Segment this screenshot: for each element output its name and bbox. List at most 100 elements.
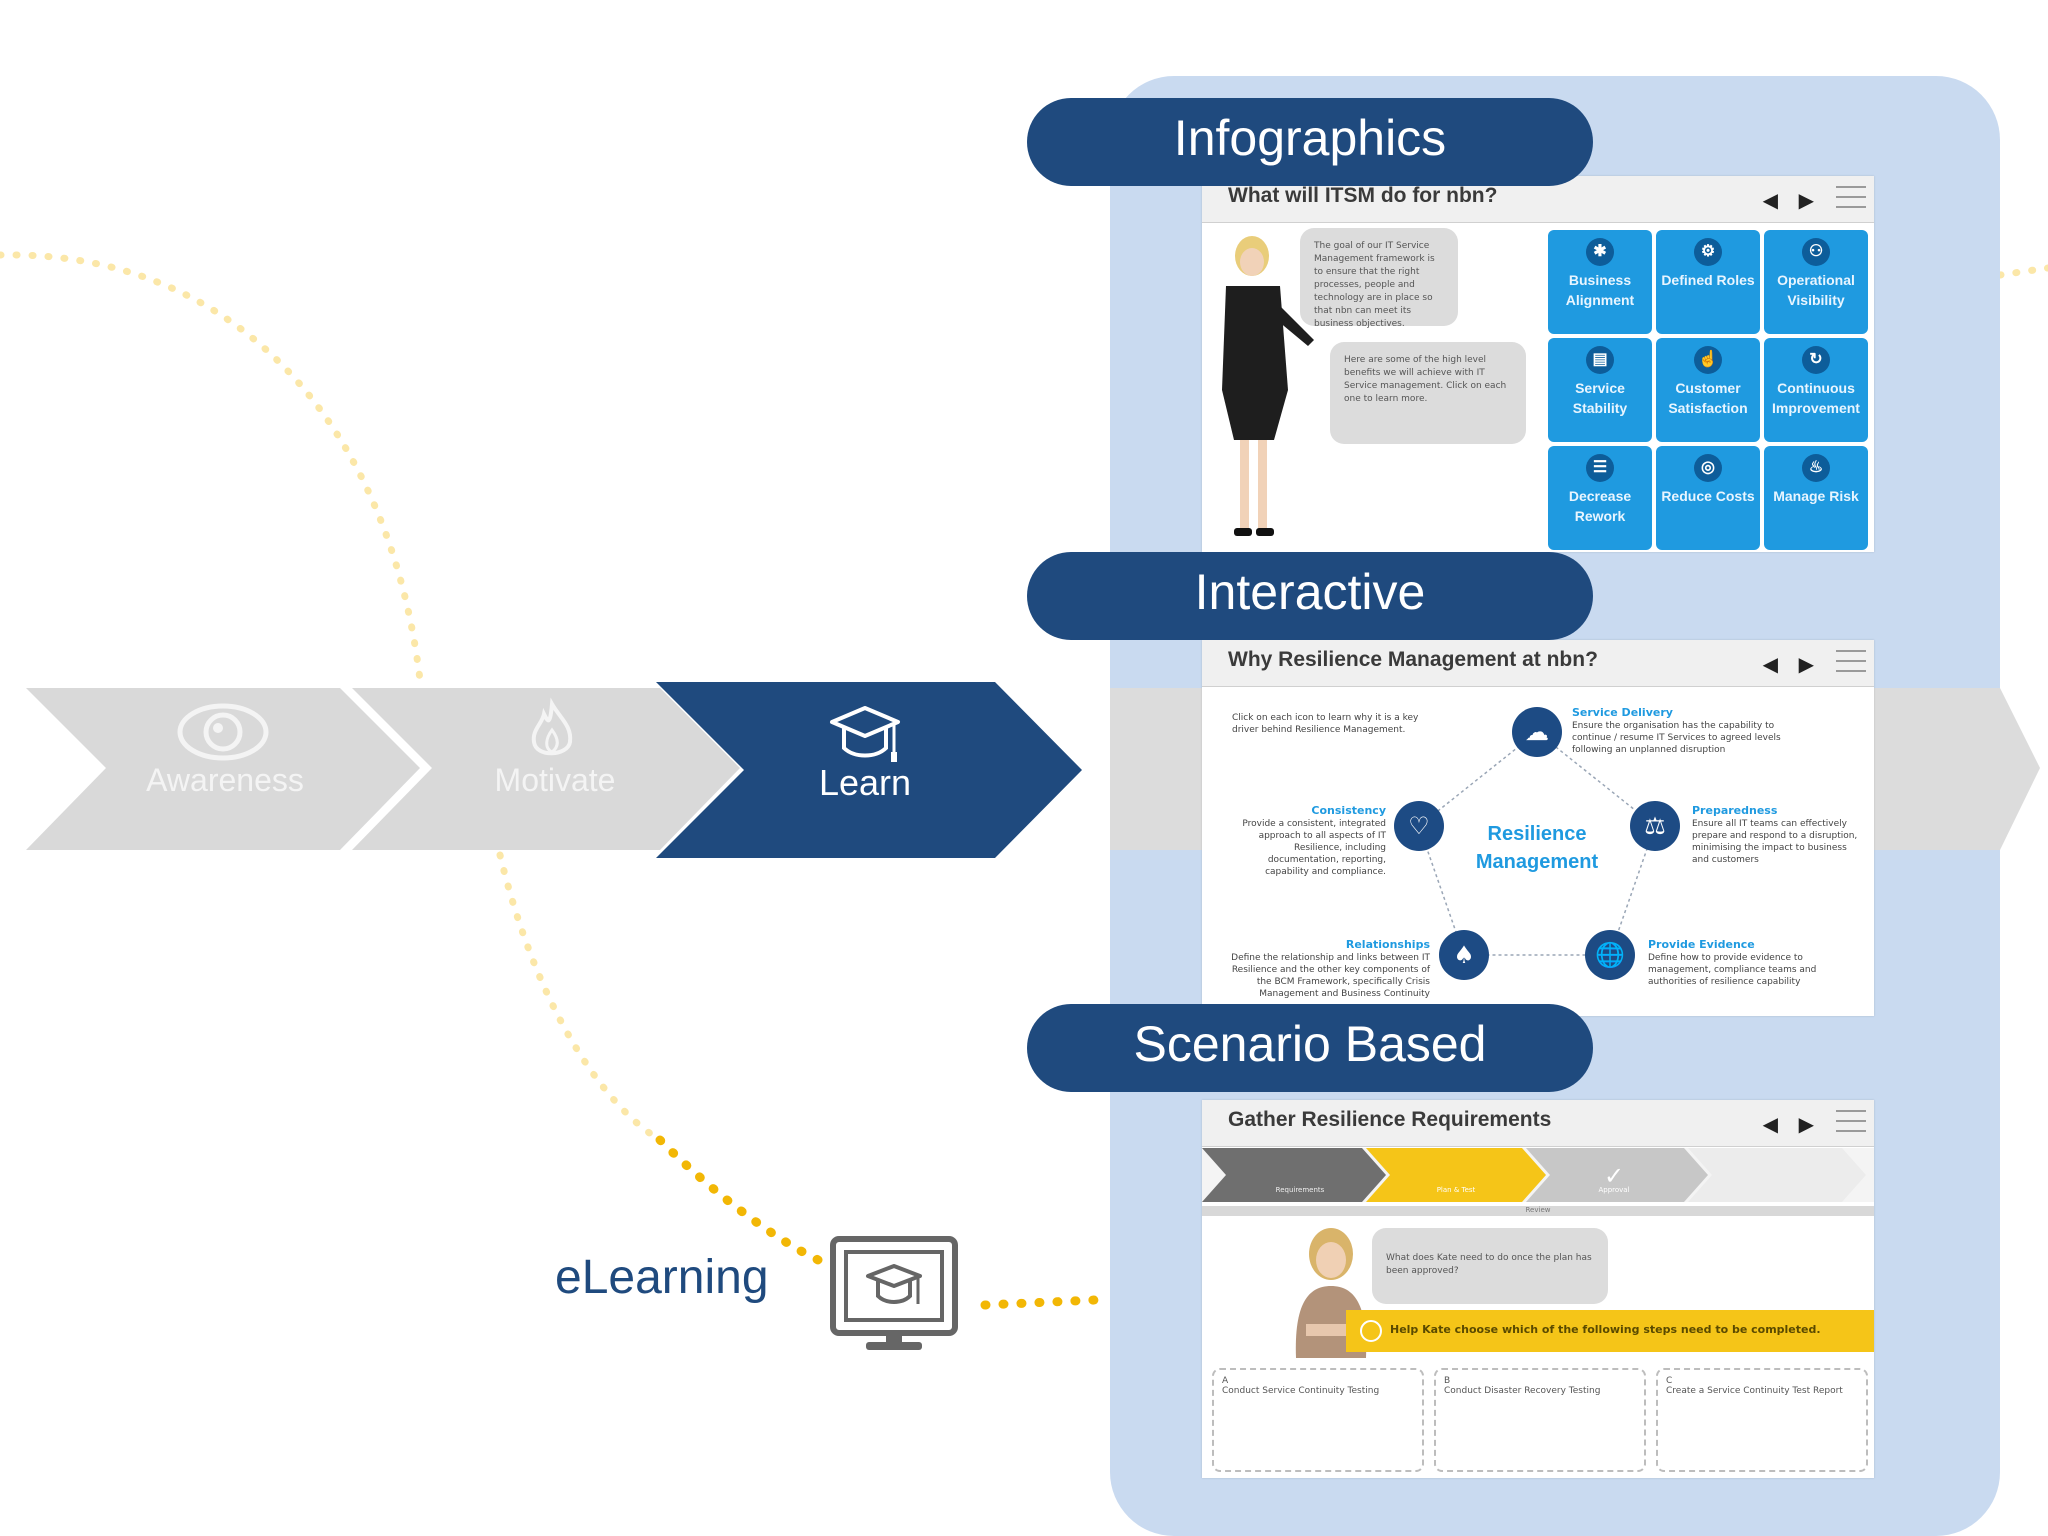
node-title-provide-evidence: Provide Evidence bbox=[1648, 938, 1755, 951]
node-text-relationships: Relationships Define the relationship an… bbox=[1216, 938, 1430, 1000]
thumbs-up-icon: ☝ bbox=[1694, 346, 1722, 374]
next-arrow-icon[interactable]: ▶ bbox=[1798, 1112, 1814, 1136]
interactive-screen: Why Resilience Management at nbn? ◀ ▶ Cl… bbox=[1202, 640, 1874, 1016]
scenario-prompt-text: Help Kate choose which of the following … bbox=[1390, 1323, 1821, 1336]
infographics-screen: What will ITSM do for nbn? ◀ ▶ The goal … bbox=[1202, 176, 1874, 552]
prev-arrow-icon[interactable]: ◀ bbox=[1762, 1112, 1778, 1136]
option-a-text: Conduct Service Continuity Testing bbox=[1222, 1386, 1380, 1396]
node-title-relationships: Relationships bbox=[1345, 938, 1430, 951]
benefit-tile-decrease-rework[interactable]: ☰ Decrease Rework bbox=[1548, 446, 1652, 550]
menu-icon[interactable] bbox=[1836, 650, 1866, 680]
menu-icon[interactable] bbox=[1836, 1110, 1866, 1140]
center-title-line-1: Resilience bbox=[1487, 823, 1587, 845]
benefit-tile-label: Continuous Improvement bbox=[1772, 380, 1860, 416]
node-text-consistency: Consistency Provide a consistent, integr… bbox=[1224, 804, 1386, 878]
chevron-awareness bbox=[26, 688, 420, 850]
gear-icon: ⚙ bbox=[1694, 238, 1722, 266]
option-c[interactable]: C Create a Service Continuity Test Repor… bbox=[1656, 1368, 1868, 1472]
scenario-label: Scenario Based bbox=[1133, 1016, 1487, 1072]
prev-arrow-icon[interactable]: ◀ bbox=[1762, 652, 1778, 676]
people-icon[interactable]: ♠ bbox=[1439, 930, 1489, 980]
person-icon: ⚇ bbox=[1802, 238, 1830, 266]
step-label-awareness[interactable]: Awareness bbox=[146, 762, 304, 798]
infographics-pill: Infographics bbox=[1027, 98, 1593, 186]
option-c-text: Create a Service Continuity Test Report bbox=[1666, 1386, 1843, 1396]
benefit-tile-operational-visibility[interactable]: ⚇ Operational Visibility bbox=[1764, 230, 1868, 334]
scales-icon[interactable]: ⚖ bbox=[1630, 801, 1680, 851]
interactive-screen-title: Why Resilience Management at nbn? bbox=[1228, 648, 1598, 671]
progress-label-requirements: Requirements bbox=[1275, 1186, 1325, 1194]
progress-step-requirements bbox=[1202, 1148, 1386, 1202]
option-a-letter: A bbox=[1222, 1376, 1229, 1386]
node-title-consistency: Consistency bbox=[1311, 804, 1386, 817]
option-a[interactable]: A Conduct Service Continuity Testing bbox=[1212, 1368, 1424, 1472]
benefit-tile-reduce-costs[interactable]: ◎ Reduce Costs bbox=[1656, 446, 1760, 550]
chevron-motivate bbox=[352, 688, 740, 850]
next-arrow-icon[interactable]: ▶ bbox=[1798, 188, 1814, 212]
progress-step-plan-test bbox=[1366, 1148, 1546, 1202]
monitor-heart-icon[interactable]: ♡ bbox=[1394, 801, 1444, 851]
speech-bubble-2: Here are some of the high level benefits… bbox=[1330, 342, 1526, 444]
benefit-tile-label: Operational Visibility bbox=[1777, 272, 1855, 308]
chart-icon: ▤ bbox=[1586, 346, 1614, 374]
speech-bubble-1: The goal of our IT Service Management fr… bbox=[1300, 228, 1458, 329]
progress-label-plan-test: Plan & Test bbox=[1436, 1186, 1476, 1194]
scenario-screen-title: Gather Resilience Requirements bbox=[1228, 1108, 1552, 1131]
benefit-tile-continuous-improvement[interactable]: ↻ Continuous Improvement bbox=[1764, 338, 1868, 442]
scenario-progress-bar: ✓ bbox=[1202, 1148, 1874, 1216]
node-text-provide-evidence: Provide Evidence Define how to provide e… bbox=[1648, 938, 1848, 988]
scenario-pill: Scenario Based bbox=[1027, 1004, 1593, 1092]
checkmark-icon: ✓ bbox=[1604, 1162, 1624, 1190]
node-text-preparedness: Preparedness Ensure all IT teams can eff… bbox=[1692, 804, 1862, 866]
infographics-screen-title: What will ITSM do for nbn? bbox=[1228, 184, 1498, 207]
benefit-tile-service-stability[interactable]: ▤ Service Stability bbox=[1548, 338, 1652, 442]
benefit-tile-manage-risk[interactable]: ♨Manage Risk bbox=[1764, 446, 1868, 550]
flame-icon bbox=[531, 697, 573, 756]
cloud-icon[interactable]: ☁ bbox=[1512, 707, 1562, 757]
interactive-label: Interactive bbox=[1194, 564, 1426, 620]
scenario-header: Gather Resilience Requirements ◀ ▶ bbox=[1202, 1100, 1874, 1147]
option-b-letter: B bbox=[1444, 1376, 1451, 1386]
monitor-graduation-cap-icon bbox=[830, 1236, 958, 1350]
benefit-tile-label: Reduce Costs bbox=[1661, 488, 1755, 504]
benefit-tile-label: Service Stability bbox=[1572, 380, 1628, 416]
option-b[interactable]: B Conduct Disaster Recovery Testing bbox=[1434, 1368, 1646, 1472]
node-desc-consistency: Provide a consistent, integrated approac… bbox=[1242, 819, 1386, 877]
coin-icon: ◎ bbox=[1694, 454, 1722, 482]
benefit-tile-label: Defined Roles bbox=[1661, 272, 1755, 288]
eye-icon bbox=[177, 703, 269, 761]
step-label-learn[interactable]: Learn bbox=[818, 762, 912, 803]
kate-speech-bubble: What does Kate need to do once the plan … bbox=[1372, 1228, 1608, 1304]
interactive-pill: Interactive bbox=[1027, 552, 1593, 640]
progress-label-approval: Approval bbox=[1598, 1186, 1630, 1194]
node-title-preparedness: Preparedness bbox=[1692, 804, 1778, 817]
node-desc-preparedness: Ensure all IT teams can effectively prep… bbox=[1692, 819, 1858, 865]
progress-sub-label: Review bbox=[1525, 1206, 1551, 1214]
benefit-tile-business-alignment[interactable]: ✱ Business Alignment bbox=[1548, 230, 1652, 334]
prev-arrow-icon[interactable]: ◀ bbox=[1762, 188, 1778, 212]
center-title: Resilience Management bbox=[1457, 820, 1617, 876]
cycle-icon: ↻ bbox=[1802, 346, 1830, 374]
benefit-tile-label: Decrease Rework bbox=[1568, 488, 1632, 524]
node-desc-provide-evidence: Define how to provide evidence to manage… bbox=[1648, 953, 1817, 987]
benefit-tile-label: Manage Risk bbox=[1773, 488, 1859, 504]
globe-icon[interactable]: 🌐 bbox=[1585, 930, 1635, 980]
center-title-line-2: Management bbox=[1475, 851, 1599, 873]
scenario-prompt-bar: Help Kate choose which of the following … bbox=[1346, 1310, 1874, 1352]
benefit-tile-customer-satisfaction[interactable]: ☝ Customer Satisfaction bbox=[1656, 338, 1760, 442]
interactive-header: Why Resilience Management at nbn? ◀ ▶ bbox=[1202, 640, 1874, 687]
benefit-tile-label: Business Alignment bbox=[1565, 272, 1635, 308]
graduation-cap-icon bbox=[830, 706, 900, 762]
benefit-tile-defined-roles[interactable]: ⚙ Defined Roles bbox=[1656, 230, 1760, 334]
node-text-service-delivery: Service Delivery Ensure the organisation… bbox=[1572, 706, 1792, 756]
next-arrow-icon[interactable]: ▶ bbox=[1798, 652, 1814, 676]
menu-icon[interactable] bbox=[1836, 186, 1866, 216]
document-icon: ☰ bbox=[1586, 454, 1614, 482]
step-label-motivate[interactable]: Motivate bbox=[494, 762, 616, 798]
infographics-label: Infographics bbox=[1173, 110, 1447, 166]
benefit-tile-label: Customer Satisfaction bbox=[1668, 380, 1748, 416]
option-c-letter: C bbox=[1666, 1376, 1673, 1386]
node-desc-service-delivery: Ensure the organisation has the capabili… bbox=[1572, 721, 1781, 755]
asterisk-icon: ✱ bbox=[1586, 238, 1614, 266]
